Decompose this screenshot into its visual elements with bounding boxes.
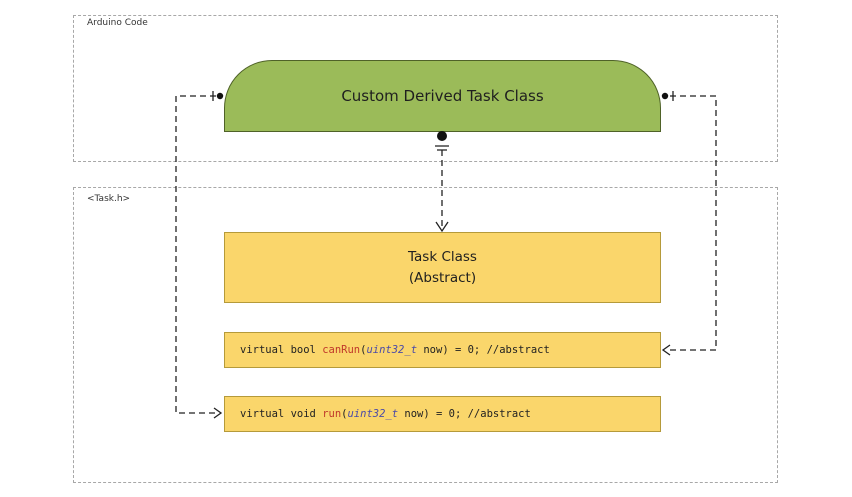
canrun-arrowhead [661,344,671,356]
task-h-label: <Task.h> [87,194,131,204]
run-rest: now) = 0; //abstract [398,408,531,420]
run-method-box: virtual void run(uint32_t now) = 0; //ab… [224,396,661,432]
arduino-code-region [73,15,778,162]
run-function-name: run [322,408,342,420]
canrun-prefix: virtual bool [240,344,323,356]
inheritance-tick [435,145,449,151]
inheritance-origin-dot [437,131,447,141]
task-class-subtitle: (Abstract) [408,269,477,286]
custom-derived-task-class-label: Custom Derived Task Class [341,87,544,105]
run-override-connector [175,95,219,414]
canrun-rest: now) = 0; //abstract [417,344,550,356]
canrun-connector-origin-dot [661,92,669,100]
canrun-method-box: virtual bool canRun(uint32_t now) = 0; /… [224,332,661,368]
canrun-function-name: canRun [322,344,361,356]
custom-derived-task-class: Custom Derived Task Class [224,60,661,132]
run-connector-origin-dot [216,92,224,100]
run-prefix: virtual void [240,408,323,420]
arduino-code-label: Arduino Code [87,18,148,28]
run-arrowhead [213,407,223,419]
canrun-paren: ( [360,344,367,356]
task-class-abstract: Task Class (Abstract) [224,232,661,303]
run-paren: ( [341,408,348,420]
task-class-title: Task Class [408,248,477,265]
canrun-param-type: uint32_t [366,344,418,356]
task-h-region [73,187,778,483]
run-param-type: uint32_t [347,408,399,420]
canrun-override-connector [666,95,717,351]
inheritance-arrowhead [435,221,449,233]
